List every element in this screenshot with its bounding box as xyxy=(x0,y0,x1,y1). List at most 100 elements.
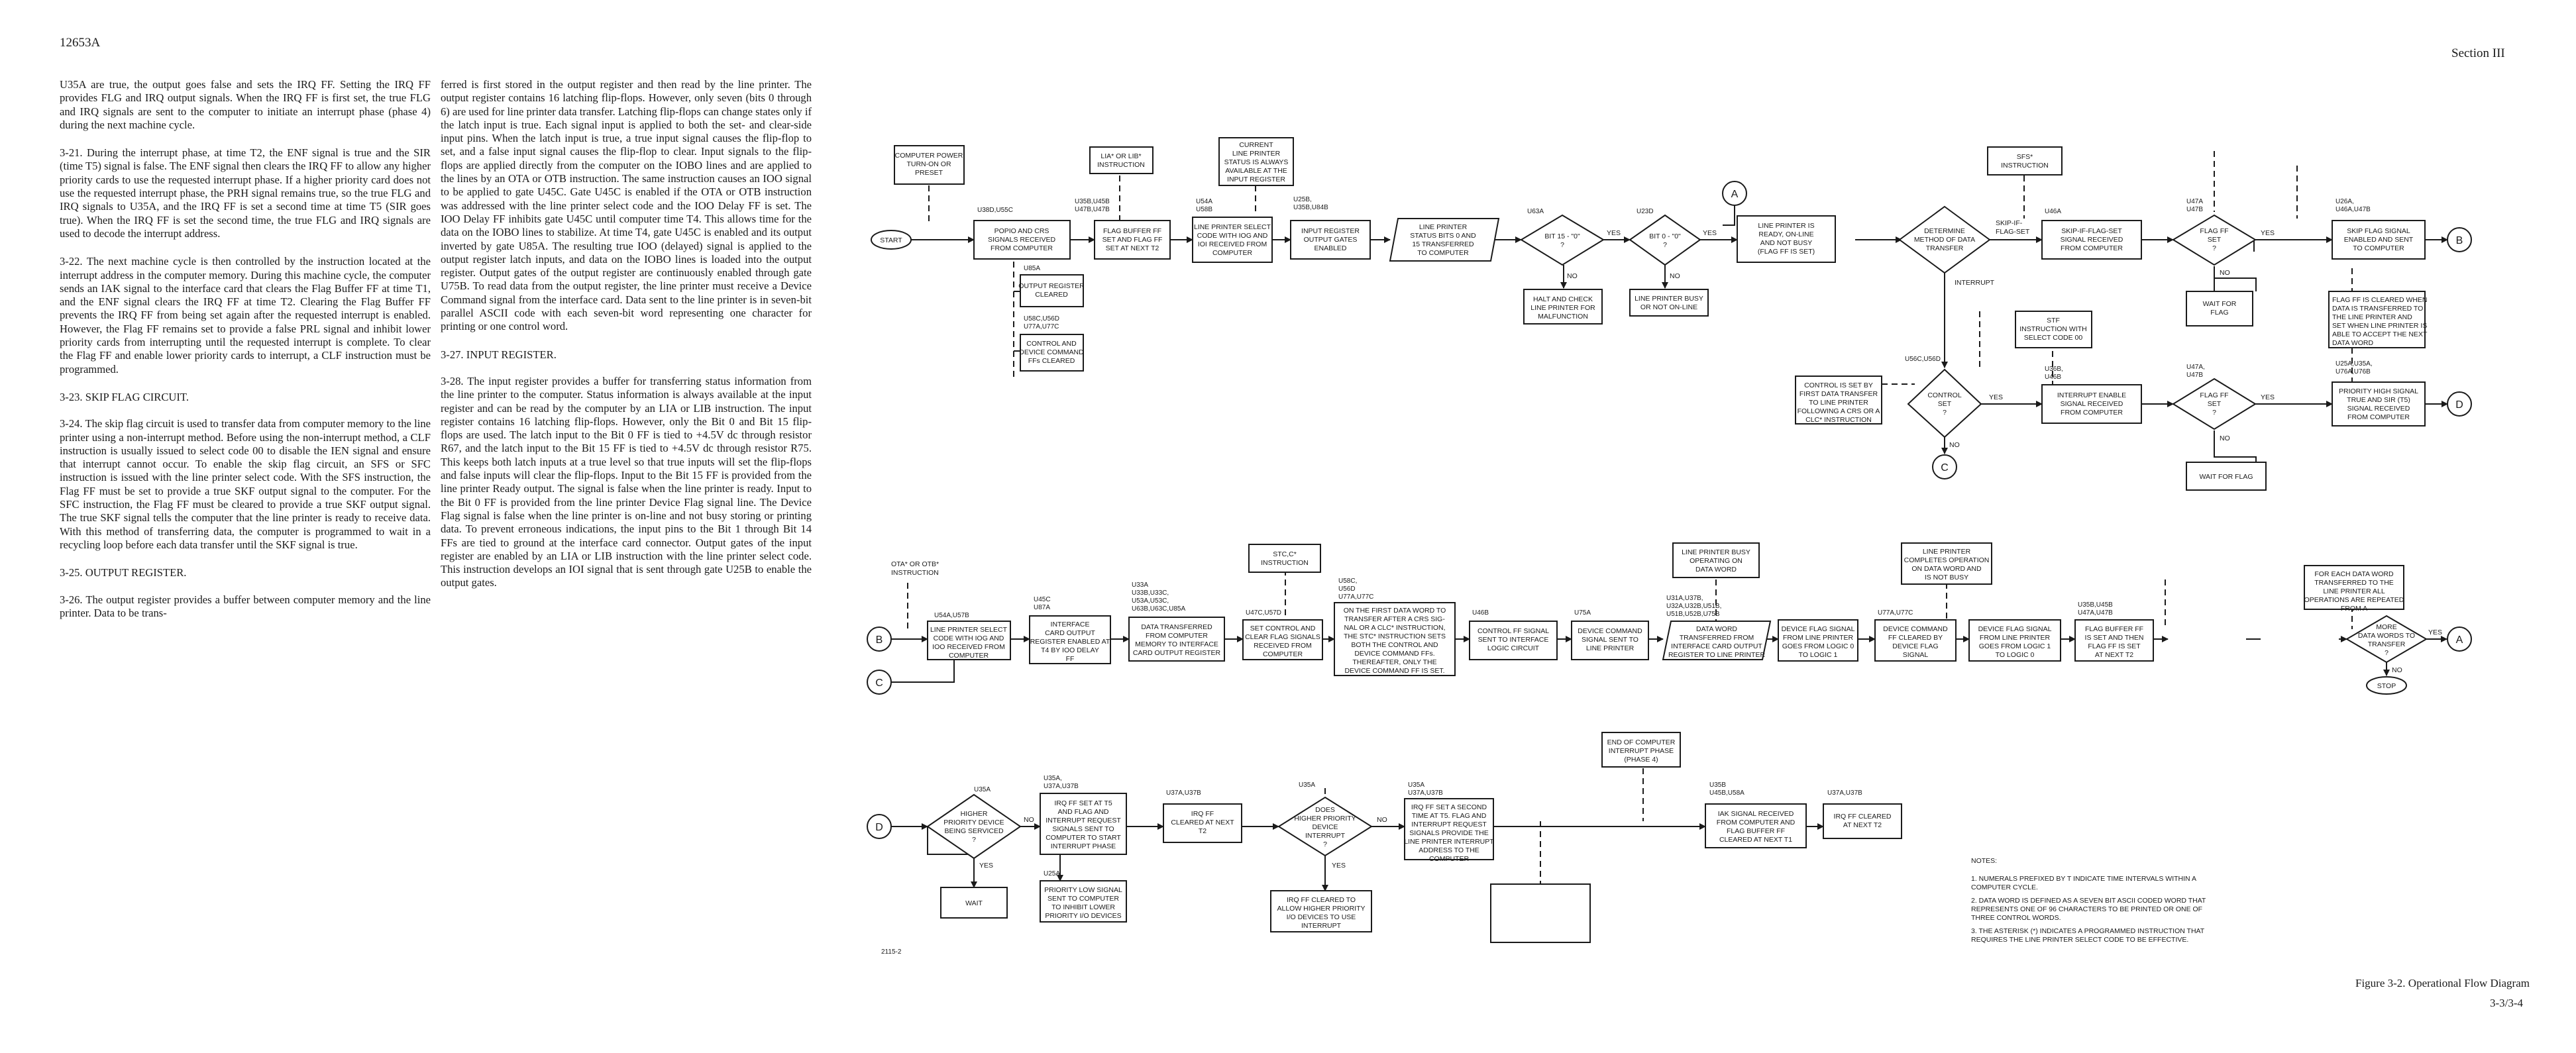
outreg-line-2: CLEARED xyxy=(1035,291,1068,299)
xfer-box xyxy=(1128,617,1225,662)
dhp-line-3: DEVICE xyxy=(1312,823,1338,831)
connector-d-left-label: D xyxy=(875,822,883,833)
dhp-decision xyxy=(1277,796,1373,857)
hp-line-4: ? xyxy=(972,836,976,844)
each-line-3: LINE PRINTER ALL xyxy=(2323,587,2385,595)
skipif-line-2: FLAG-SET xyxy=(1996,228,2030,236)
each-line-1: FOR EACH DATA WORD xyxy=(2314,570,2394,578)
intena-line-3: FROM COMPUTER xyxy=(2061,409,2123,417)
irqset-line-3: INTERRUPT REQUEST xyxy=(1046,817,1121,825)
dword-line-4: REGISTER TO LINE PRINTER xyxy=(1668,651,1765,659)
heading-3-27: 3-27. INPUT REGISTER. xyxy=(441,348,557,361)
skipset-ref: U46A xyxy=(2045,208,2061,215)
ctrlnote-line-3: TO LINE PRINTER xyxy=(1809,399,1868,407)
flagset2-decision xyxy=(2172,377,2257,430)
lps-line-3: IOO RECEIVED FROM xyxy=(932,643,1005,651)
lps-ref: U54A,U57B xyxy=(934,612,969,619)
dcmdclr-line-4: SIGNAL xyxy=(1903,651,1929,659)
status-line-4: TO COMPUTER xyxy=(1417,249,1469,257)
lpbusy-box xyxy=(1672,542,1760,578)
ready-box xyxy=(1737,215,1836,263)
paragraph-3-21: 3-21. During the interrupt phase, at tim… xyxy=(60,146,431,240)
bit15-yes: YES xyxy=(1607,229,1621,237)
hp-line-3: BEING SERVICED xyxy=(944,827,1003,835)
iak-box xyxy=(1705,803,1807,848)
connector-c-left xyxy=(867,670,892,695)
popio-box xyxy=(973,220,1071,260)
ota-line-2: INSTRUCTION xyxy=(891,569,939,577)
connector-b-right-label: B xyxy=(2456,235,2463,246)
popio-line-3: FROM COMPUTER xyxy=(991,244,1053,252)
firstx-ref-1: U58C, xyxy=(1338,577,1357,585)
flagset-line-1: FLAG FF xyxy=(2200,227,2228,235)
dhp-no: NO xyxy=(1377,816,1387,824)
ctrl-line-1: CONTROL AND xyxy=(1026,340,1077,348)
xfer-ref-2: U33B,U33C, xyxy=(1132,589,1169,597)
setctrl-ref: U47C,U57D xyxy=(1246,609,1281,617)
ctrlnote-line-4: FOLLOWING A CRS OR A xyxy=(1798,407,1880,415)
select-code-box xyxy=(1192,217,1273,263)
stop-label: STOP xyxy=(2377,682,2396,690)
dflag0-line-2: FROM LINE PRINTER xyxy=(1783,634,1854,642)
status-line-1: LINE PRINTER xyxy=(1419,223,1468,231)
power-on-box xyxy=(894,145,965,185)
bit0-ref: U23D xyxy=(1637,208,1654,215)
ready-line-2: READY, ON-LINE xyxy=(1758,230,1813,238)
intena-line-1: INTERRUPT ENABLE xyxy=(2057,391,2126,399)
outreg-line-1: OUTPUT REGISTER xyxy=(1018,282,1085,290)
flagset-decision xyxy=(2172,214,2257,266)
flagbuf-line-2: SET AND FLAG FF xyxy=(1102,236,1163,244)
heading-3-23: 3-23. SKIP FLAG CIRCUIT. xyxy=(60,390,189,403)
irq2-line-3: INTERRUPT REQUEST xyxy=(1411,821,1487,828)
bit15-decision xyxy=(1520,214,1605,266)
paragraph-3-24: 3-24. The skip flag circuit is used to t… xyxy=(60,417,431,551)
irq2-line-4: SIGNALS PROVIDE THE xyxy=(1409,829,1488,837)
flagbuf-line-3: SET AT NEXT T2 xyxy=(1106,244,1159,252)
irqclr-box xyxy=(1163,803,1242,843)
current-line-5: INPUT REGISTER xyxy=(1227,176,1285,183)
dcmdclr-line-2: FF CLEARED BY xyxy=(1888,634,1943,642)
current-line-2: LINE PRINTER xyxy=(1232,150,1281,158)
intena-ref-2: U46B xyxy=(2045,374,2061,381)
flagset-ref-1: U47A xyxy=(2186,198,2203,205)
firstx-line-8: DEVICE COMMAND FF IS SET. xyxy=(1344,667,1444,675)
each-note-box xyxy=(2304,565,2404,610)
irq2-box xyxy=(1404,798,1494,860)
devcmd-line-2: SIGNAL SENT TO xyxy=(1582,636,1638,644)
notes-title: NOTES: xyxy=(1971,857,1997,865)
priority-box xyxy=(2332,381,2426,426)
connector-d-right-label: D xyxy=(2455,399,2463,411)
iface-ref-1: U45C xyxy=(1034,596,1051,603)
power-on-line-3: PRESET xyxy=(915,169,943,177)
sfs-box xyxy=(1987,146,2063,176)
flagset-yes: YES xyxy=(2261,229,2275,237)
bit0-line-1: BIT 0 - "0" xyxy=(1649,232,1681,240)
dword-ref-2: U32A,U32B,U51B, xyxy=(1666,603,1721,610)
prio-line-4: FROM COMPUTER xyxy=(2347,413,2410,421)
first-transfer-note xyxy=(1334,602,1456,676)
ctrlset-no: NO xyxy=(1949,441,1960,449)
flagset2-line-2: SET xyxy=(2208,400,2222,408)
prio-ref-1: U25A,U35A, xyxy=(2335,360,2373,368)
prio-ref-2: U76A,U76B xyxy=(2335,368,2371,376)
input-register-box xyxy=(1290,220,1371,260)
heading-3-25: 3-25. OUTPUT REGISTER. xyxy=(60,566,187,579)
flagset2-no: NO xyxy=(2220,434,2230,442)
endint-line-2: INTERRUPT PHASE xyxy=(1609,747,1674,755)
intena-ref-1: U36B, xyxy=(2045,366,2063,373)
popio-line-1: POPIO AND CRS xyxy=(994,227,1049,235)
xfer-line-3: MEMORY TO INTERFACE xyxy=(1135,640,1218,648)
lpbusy-line-2: OPERATING ON xyxy=(1690,557,1743,565)
flagnote-line-2: DATA IS TRANSFERRED TO xyxy=(2332,305,2423,313)
firstx-line-1: ON THE FIRST DATA WORD TO xyxy=(1344,607,1446,615)
xfer-ref-1: U33A xyxy=(1132,581,1148,589)
flagbuf-box xyxy=(1094,220,1171,260)
ready-line-3: AND NOT BUSY xyxy=(1760,239,1813,247)
irqset-box xyxy=(1040,793,1127,855)
connector-d-left xyxy=(867,814,892,839)
text-column-1: U35A are true, the output goes false and… xyxy=(60,78,431,634)
dflag0-line-3: GOES FROM LOGIC 0 xyxy=(1782,642,1854,650)
current-line-1: CURRENT xyxy=(1239,141,1273,149)
ctrlnote-line-2: FIRST DATA TRANSFER xyxy=(1799,390,1878,398)
firstx-line-5: BOTH THE CONTROL AND xyxy=(1351,641,1438,649)
